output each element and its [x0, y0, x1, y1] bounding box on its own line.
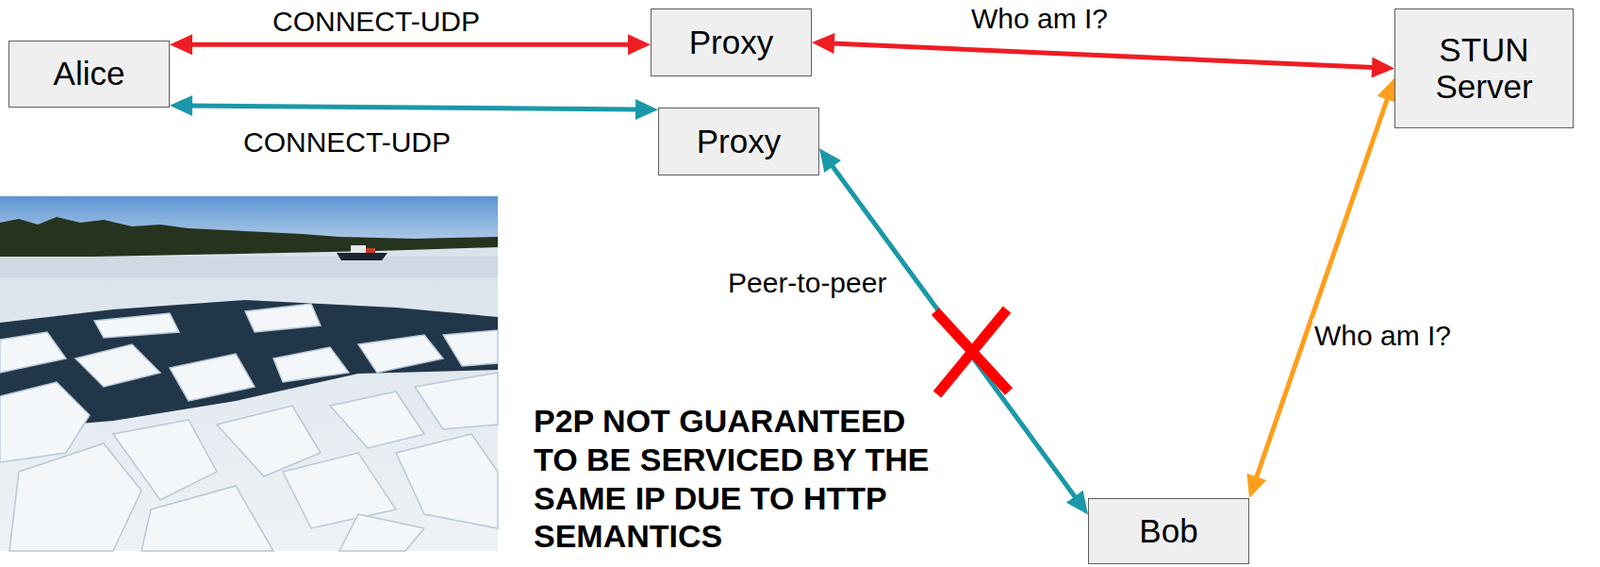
ice-floe	[395, 433, 498, 528]
node-label: Proxy	[696, 123, 781, 161]
cross-stroke	[937, 309, 1007, 395]
process-box: Proxy	[658, 107, 820, 176]
edge-label: Who am I?	[969, 1, 1110, 36]
ice-floe	[329, 391, 425, 448]
arrow-head	[169, 33, 193, 55]
ice-floe	[9, 443, 142, 551]
arrow-head	[169, 95, 193, 116]
node-label: Bob	[1138, 512, 1198, 550]
ice-floe	[245, 303, 321, 332]
process-box: STUN Server	[1394, 8, 1574, 129]
ship	[336, 245, 388, 261]
blocked-mark	[935, 309, 1009, 395]
distant-ice	[0, 256, 498, 278]
edge-label: Who am I?	[1312, 318, 1453, 353]
arrow-connector	[169, 95, 659, 120]
arrow-head	[635, 98, 659, 120]
arrow-connector	[1246, 78, 1397, 498]
node-label: Proxy	[689, 24, 774, 62]
ice-floe	[282, 452, 396, 528]
connector-line	[190, 42, 630, 48]
connector-line	[832, 43, 1374, 68]
node-label: STUN Server	[1403, 32, 1566, 105]
ice-floe	[0, 381, 90, 462]
edge-label: Peer-to-peer	[725, 265, 889, 300]
arrow-connector	[811, 32, 1395, 78]
ship-stripe	[365, 247, 376, 253]
note-text: P2P NOT GUARANTEED TO BE SERVICED BY THE…	[533, 401, 949, 556]
ice-field	[0, 243, 498, 551]
arrow-head	[1246, 473, 1267, 498]
process-box: Proxy	[650, 8, 812, 77]
tree-line	[0, 216, 498, 259]
ice-floe	[94, 313, 180, 338]
edge-label: CONNECT-UDP	[241, 125, 453, 160]
arrow-head	[811, 32, 835, 54]
ice-floe	[141, 485, 274, 551]
process-box: Alice	[8, 40, 170, 108]
ice-floe	[443, 329, 498, 366]
ice-floe	[414, 372, 498, 429]
ice-floe	[358, 334, 444, 373]
connector-line	[190, 105, 638, 110]
ship-cabin	[350, 245, 366, 253]
ice-floe	[75, 344, 161, 387]
connector-line	[1255, 97, 1388, 479]
ice-floe	[339, 513, 425, 551]
ice-floe	[0, 331, 66, 373]
ice-photo	[0, 196, 498, 551]
arrow-head	[627, 33, 651, 55]
ice-floe	[169, 353, 255, 401]
process-box: Bob	[1088, 497, 1250, 564]
ship-hull	[336, 252, 388, 261]
arrow-head	[1066, 490, 1089, 515]
ice-floe	[273, 346, 349, 382]
edge-label: CONNECT-UDP	[270, 4, 482, 39]
arrow-head	[819, 148, 842, 173]
arrow-head	[1371, 56, 1395, 78]
node-label: Alice	[53, 55, 126, 93]
ice-floes	[0, 303, 498, 551]
